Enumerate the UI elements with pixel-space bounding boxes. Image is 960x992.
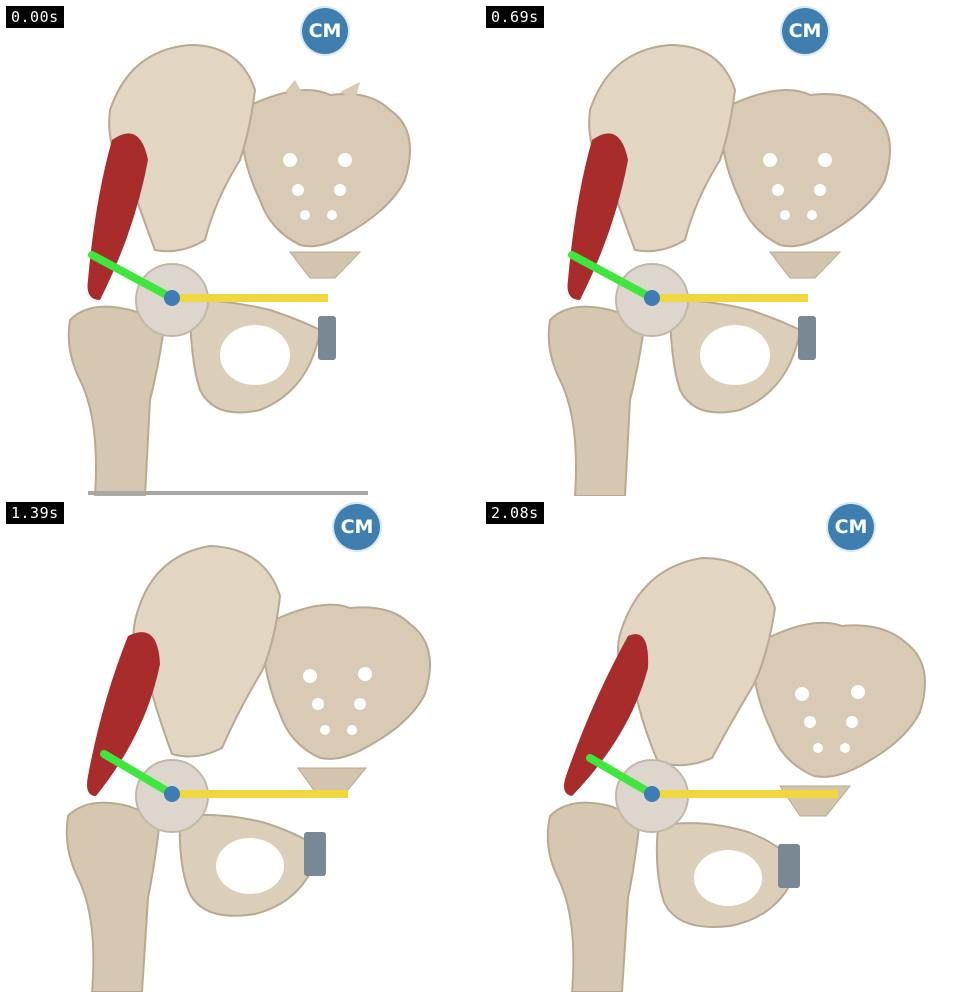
muscle	[87, 133, 148, 300]
cm-logo: CM	[828, 504, 874, 550]
sacrum	[750, 621, 926, 817]
cm-logo: CM	[782, 8, 828, 54]
pivot-point	[644, 786, 660, 802]
frame-3: 1.39s CM	[0, 496, 480, 992]
pelvis-ilium	[132, 544, 326, 917]
pelvis-ilium	[588, 43, 816, 414]
sacrum	[718, 89, 891, 279]
timestamp-label: 0.00s	[6, 6, 64, 28]
frame-4: 2.08s CM	[480, 496, 960, 992]
pivot-point	[164, 290, 180, 306]
timestamp-label: 2.08s	[486, 502, 544, 524]
lever-arm-green	[100, 750, 176, 798]
pelvis-ilium	[617, 556, 800, 928]
hip-anatomy-illustration	[546, 556, 926, 992]
lever-arm-green	[88, 251, 176, 302]
progress-bar	[88, 491, 368, 495]
pivot-point	[164, 786, 180, 802]
hip-anatomy-illustration	[65, 544, 431, 992]
muscle	[564, 634, 649, 796]
lever-arm-green	[586, 754, 656, 798]
pelvis-ilium	[108, 43, 336, 414]
cm-logo: CM	[334, 504, 380, 550]
timestamp-label: 1.39s	[6, 502, 64, 524]
hip-anatomy-illustration	[67, 43, 411, 496]
hip-anatomy-illustration	[547, 43, 891, 496]
cm-logo: CM	[302, 8, 348, 54]
sacrum	[238, 80, 411, 279]
frame-1: 0.00s CM	[0, 0, 480, 496]
sacrum	[260, 603, 431, 797]
lever-arm-green	[568, 251, 656, 302]
timestamp-label: 0.69s	[486, 6, 544, 28]
muscle	[567, 133, 628, 300]
frame-2: 0.69s CM	[480, 0, 960, 496]
pivot-point	[644, 290, 660, 306]
